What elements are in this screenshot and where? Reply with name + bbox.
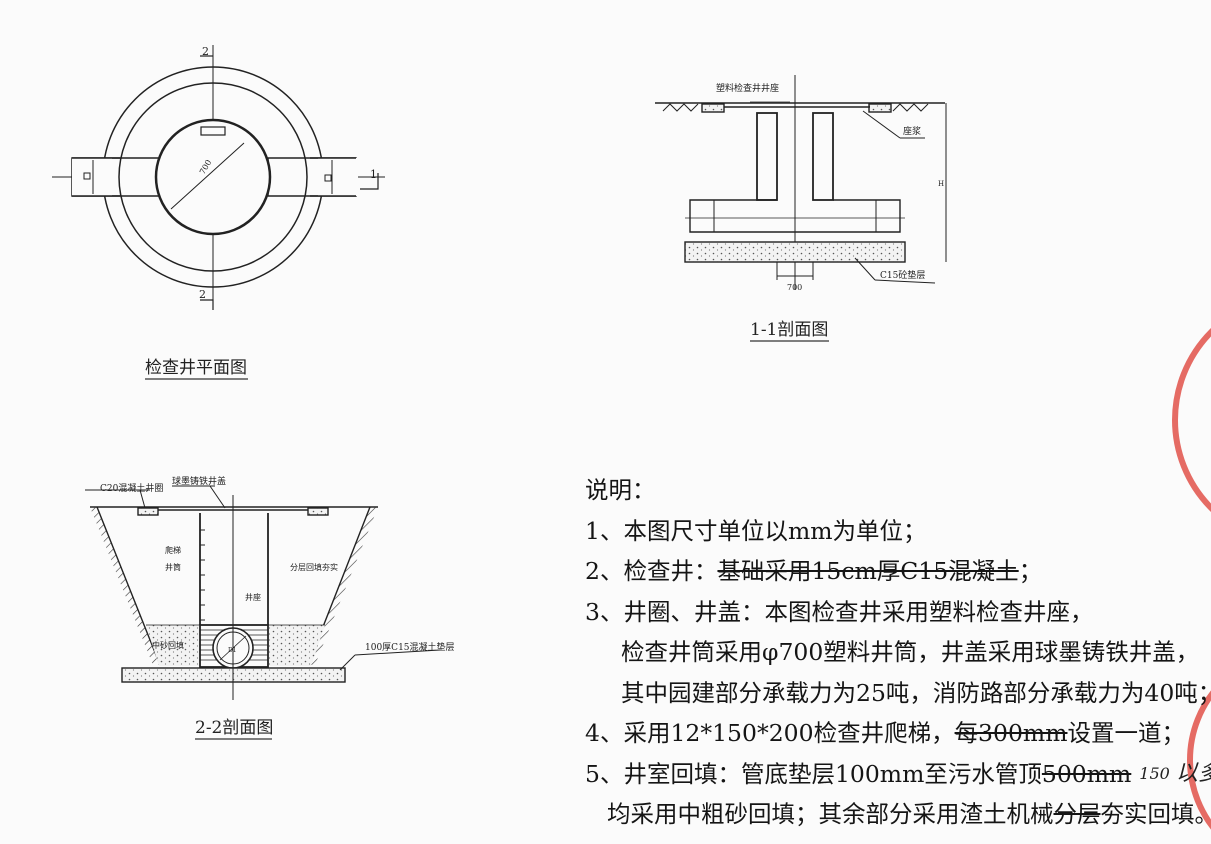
label-seat: 井座 (245, 592, 261, 602)
note-5-line-2: 均采用中粗砂回填；其余部分采用渣土机械分层夯实回填。 (585, 794, 1211, 835)
label-backfill: 分层回填夯实 (290, 562, 338, 572)
plan-section-mark-bottom: 2 (199, 288, 206, 301)
note-5-line-2-b: 夯实回填。 (1100, 800, 1211, 828)
note-3-line-2: 检查井筒采用φ700塑料井筒，井盖采用球墨铸铁井盖， (621, 638, 1200, 666)
label-ladder: 爬梯 (165, 545, 181, 555)
note-5-struck: 500mm (1041, 759, 1132, 788)
section-1-1-title: 1-1剖面图 (750, 320, 828, 340)
note-2-end: ； (1018, 557, 1043, 585)
note-3-line-3: 其中园建部分承载力为25吨，消防路部分承载力为40吨； (621, 678, 1211, 707)
note-4-label: 4、采用12*150*200检查井爬梯， (585, 719, 955, 747)
section-2-2-title: 2-2剖面图 (195, 718, 273, 738)
official-stamp (1172, 328, 1211, 830)
shaft-ring (154, 118, 272, 236)
handwritten-note-b: 150 (1139, 763, 1170, 783)
note-2: 2、检查井：基础采用15cm厚C15混凝土； (585, 551, 1211, 592)
label-pipe: D1 (228, 647, 237, 654)
label-cast-iron-cover: 球墨铸铁井盖 (172, 475, 226, 487)
note-5: 5、井室回填：管底垫层100mm至污水管顶500mm 150以多 (585, 754, 1211, 795)
ladder-plate (200, 126, 226, 136)
section-2-2 (85, 485, 441, 700)
note-2-label: 2、检查井： (585, 557, 718, 585)
diameter-line (170, 142, 245, 210)
note-2-struck: 基础采用15cm厚C15混凝土 (717, 557, 1019, 585)
plan-view (52, 45, 385, 310)
label-plastic-seat: 塑料检查井井座 (716, 82, 779, 94)
note-3: 3、井圈、井盖：本图检查井采用塑料检查井座， (585, 597, 1094, 626)
note-5-struck-2: 分层 (1053, 800, 1101, 828)
label-c20-ring: C20混凝土井圈 (100, 482, 163, 494)
middle-ring (118, 82, 308, 272)
label-c15-base-2: 100厚C15混凝土垫层 (365, 641, 455, 653)
note-4-struck: 每300mm (954, 719, 1068, 747)
notes-block: 说明： 1、本图尺寸单位以mm为单位； 2、检查井：基础采用15cm厚C15混凝… (585, 470, 1211, 835)
note-4-end: 设置一道； (1067, 719, 1185, 747)
note-1: 1、本图尺寸单位以mm为单位； (585, 516, 927, 545)
label-c15-base: C15砼垫层 (880, 269, 925, 281)
section-1-1 (655, 75, 947, 290)
plan-section-mark-right: 1 (370, 168, 377, 181)
note-4: 4、采用12*150*200检查井爬梯，每300mm设置一道； (585, 713, 1211, 754)
plan-view-title: 检查井平面图 (145, 358, 247, 378)
dimension-700: 700 (787, 283, 802, 292)
label-mortar: 座浆 (903, 125, 921, 137)
label-shaft: 井筒 (165, 562, 181, 572)
note-5-label: 5、井室回填：管底垫层100mm至污水管顶 (585, 759, 1042, 788)
plan-section-mark-top: 2 (202, 45, 209, 58)
notes-heading: 说明： (585, 476, 656, 504)
label-sand: 中砂回填 (152, 640, 184, 650)
note-5-line-2-a: 均采用中粗砂回填；其余部分采用渣土机械 (607, 800, 1054, 828)
label-height: H (938, 180, 944, 188)
handwritten-note-a: 以多 (1175, 760, 1211, 786)
